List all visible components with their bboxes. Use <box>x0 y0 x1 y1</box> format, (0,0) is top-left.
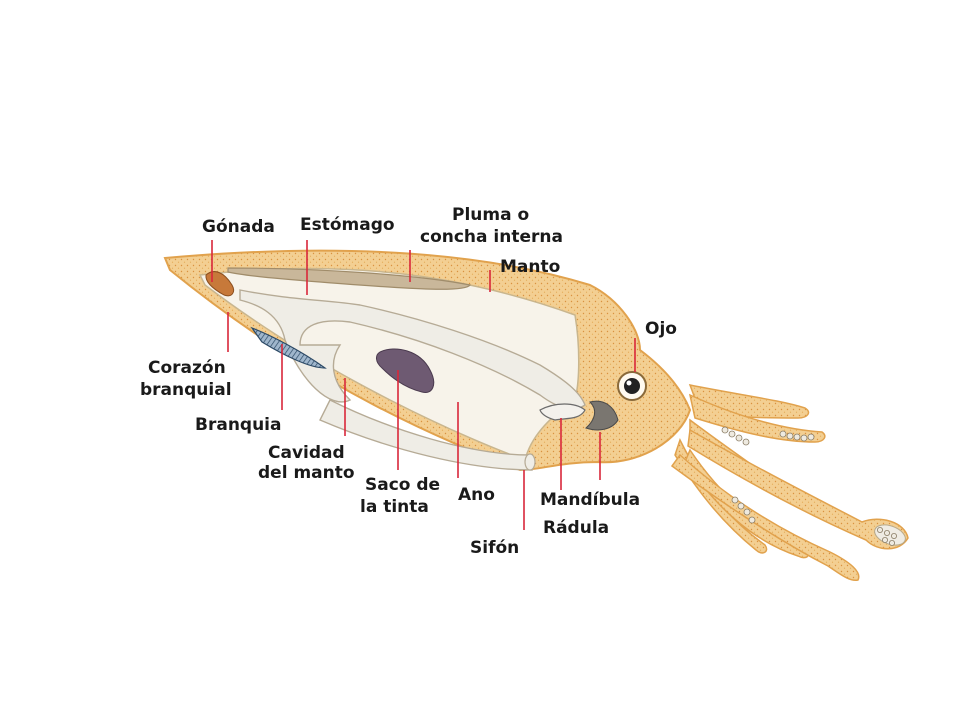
label-estomago: Estómago <box>300 215 395 235</box>
label-saco-2: la tinta <box>360 497 429 517</box>
eye <box>617 371 647 401</box>
arm-upper-2 <box>688 393 826 443</box>
label-manto: Manto <box>500 257 560 277</box>
label-radula: Rádula <box>543 518 609 538</box>
label-corazon-2: branquial <box>140 380 232 400</box>
label-saco-1: Saco de <box>365 475 440 495</box>
ink-sac <box>376 348 435 394</box>
leader-lines <box>211 240 636 530</box>
label-ojo: Ojo <box>645 319 677 339</box>
label-sifon: Sifón <box>470 538 519 558</box>
label-pluma-1: Pluma o <box>452 205 529 225</box>
label-mandibula: Mandíbula <box>540 490 640 510</box>
gonad <box>205 271 235 297</box>
label-corazon-1: Corazón <box>148 358 226 378</box>
gill <box>250 326 327 369</box>
label-pluma-2: concha interna <box>420 227 563 247</box>
pen-shell <box>227 267 472 290</box>
stomach-tube <box>239 289 586 410</box>
labels: Gónada Estómago Pluma o concha interna M… <box>140 205 677 558</box>
beak <box>539 403 586 421</box>
label-branquia: Branquia <box>195 415 282 435</box>
radula-jaw <box>585 400 619 431</box>
label-cavidad-2: del manto <box>258 463 355 483</box>
label-ano: Ano <box>458 485 495 505</box>
label-gonada: Gónada <box>202 217 275 237</box>
tentacle-1 <box>687 428 909 550</box>
siphon-opening <box>524 453 536 471</box>
label-cavidad-1: Cavidad <box>268 443 345 463</box>
suckers <box>721 426 898 547</box>
arms-group <box>670 384 909 582</box>
